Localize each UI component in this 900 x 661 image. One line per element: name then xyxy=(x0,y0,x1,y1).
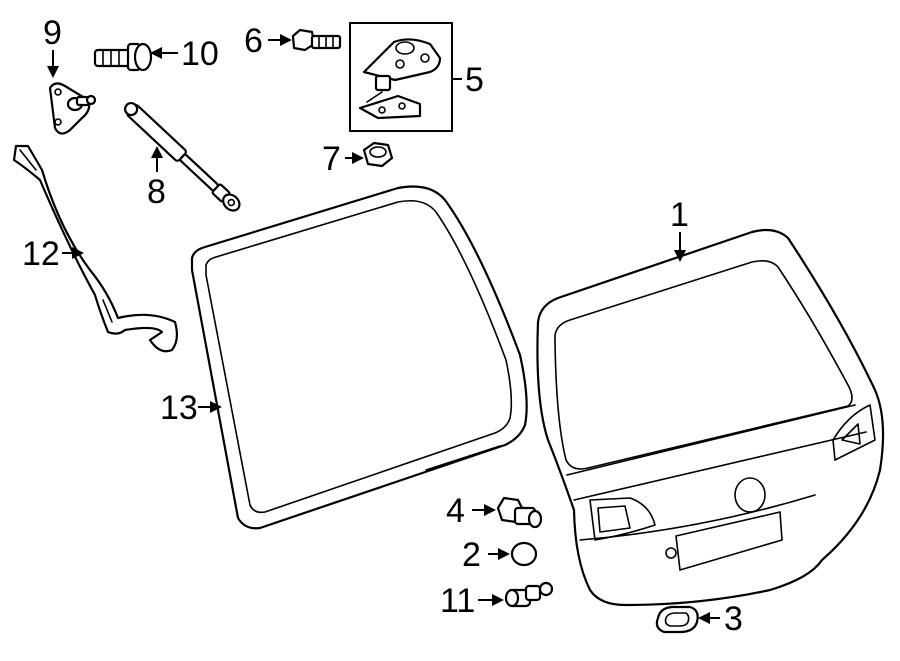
callout-4: 4 xyxy=(446,492,465,530)
callout-12: 12 xyxy=(22,235,60,273)
part-3-grommet xyxy=(655,605,699,634)
callout-8: 8 xyxy=(147,173,166,211)
part-2-plug xyxy=(510,541,538,567)
part-9-bracket xyxy=(48,82,97,135)
part-12-wiring-harness xyxy=(12,144,179,353)
callout-1: 1 xyxy=(670,196,689,234)
part-4-fitting xyxy=(496,496,543,529)
callout-7: 7 xyxy=(322,140,341,178)
part-5-hinge xyxy=(349,22,453,132)
part-11-bulb-socket xyxy=(504,581,554,608)
callout-6: 6 xyxy=(244,22,263,60)
callout-13: 13 xyxy=(160,389,198,427)
part-8-lift-support-strut xyxy=(124,101,241,212)
callout-2: 2 xyxy=(462,536,481,574)
callout-10: 10 xyxy=(181,35,219,73)
part-6-bolt xyxy=(291,28,342,52)
leader-lines xyxy=(47,34,720,624)
callout-11: 11 xyxy=(440,582,475,620)
callout-9: 9 xyxy=(43,14,62,52)
part-13-rear-glass xyxy=(190,185,528,530)
callout-5: 5 xyxy=(465,61,484,99)
callout-3: 3 xyxy=(724,600,743,638)
part-1-liftgate xyxy=(536,228,885,607)
part-10-bolt xyxy=(93,42,153,72)
part-7-nut xyxy=(362,141,394,168)
